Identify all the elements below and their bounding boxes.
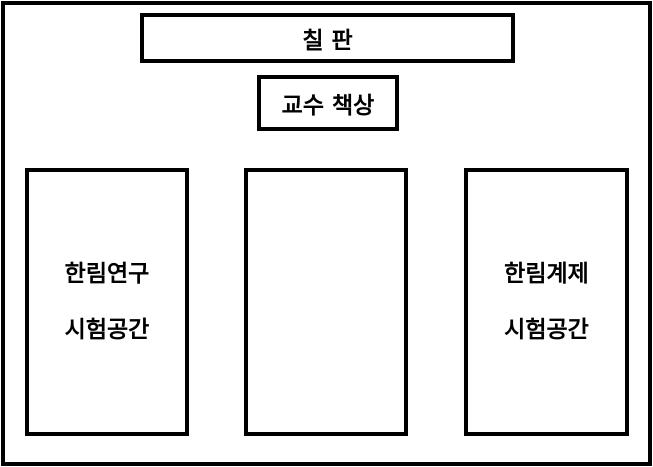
desk-label: 교수 책상 xyxy=(281,93,375,119)
middle-area xyxy=(244,168,408,436)
professor-desk: 교수 책상 xyxy=(257,75,399,131)
right-area-line2: 시험공간 xyxy=(504,317,589,343)
left-area-line1: 한림연구 xyxy=(64,261,150,287)
left-test-area: 한림연구 시험공간 xyxy=(25,168,189,436)
blackboard-label: 칠 판 xyxy=(302,28,353,54)
right-area-line1: 한림계제 xyxy=(504,261,589,287)
right-test-area: 한림계제 시험공간 xyxy=(464,168,629,436)
blackboard: 칠 판 xyxy=(140,13,515,63)
left-area-line2: 시험공간 xyxy=(64,317,150,343)
